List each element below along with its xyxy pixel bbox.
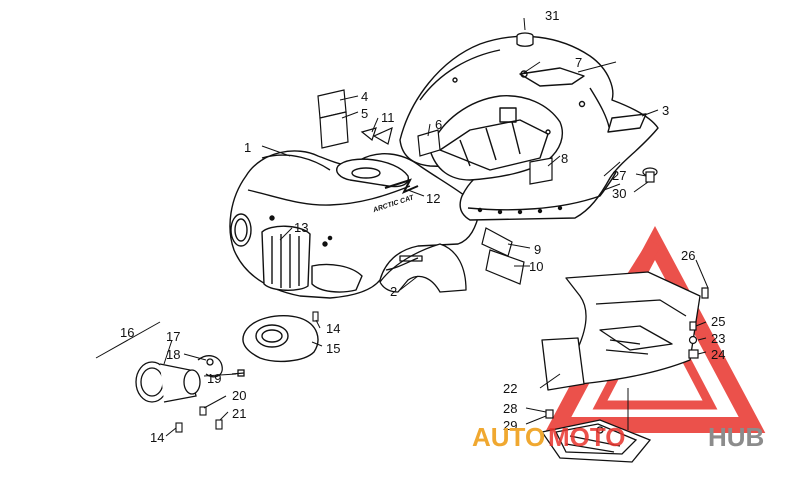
callout-29: 29 [503, 418, 517, 433]
callout-13: 13 [294, 220, 308, 235]
decal-6 [417, 129, 441, 157]
callout-6: 6 [435, 117, 442, 132]
rear-fender-body [399, 35, 659, 221]
callout-19: 19 [207, 371, 221, 386]
watermark-part1: AUTO [472, 422, 545, 452]
fuel-cap [516, 32, 534, 47]
callout-21: 21 [232, 406, 246, 421]
callout-17: 17 [166, 329, 180, 344]
bolt-27-30 [642, 167, 658, 183]
skid-plate [540, 419, 652, 463]
splash-panel [541, 271, 701, 391]
headlamp-assembly [135, 355, 245, 403]
callout-2: 2 [390, 284, 397, 299]
watermark-part2: MOTO [548, 422, 626, 452]
callout-23: 23 [711, 331, 725, 346]
watermark-text: AUTO MOTO HUB [472, 422, 764, 452]
callout-18: 18 [166, 347, 180, 362]
callout-10: 10 [529, 259, 543, 274]
screws-20-21-14 [175, 406, 223, 433]
callout-labels: 1 2 3 4 5 6 7 8 9 10 11 12 13 14 14 15 1… [120, 8, 725, 445]
callout-24: 24 [711, 347, 725, 362]
callout-28: 28 [503, 401, 517, 416]
watermark-part3: HUB [708, 422, 764, 452]
decal-9-10 [481, 227, 525, 285]
callout-15: 15 [326, 341, 340, 356]
callout-3: 3 [662, 103, 669, 118]
screw-14a [312, 311, 319, 322]
leader-lines [163, 17, 709, 437]
decal-8 [529, 157, 553, 185]
callout-12: 12 [426, 191, 440, 206]
callout-7: 7 [575, 55, 582, 70]
callout-1: 1 [244, 140, 251, 155]
front-fender-body [229, 150, 481, 299]
callout-20: 20 [232, 388, 246, 403]
callout-4: 4 [361, 89, 368, 104]
decal-11 [360, 126, 393, 145]
front-fender-flap [379, 243, 467, 293]
callout-27: 27 [612, 168, 626, 183]
callout-14b: 14 [150, 430, 164, 445]
callout-8: 8 [561, 151, 568, 166]
callout-16: 16 [120, 325, 134, 340]
callout-30: 30 [612, 186, 626, 201]
callout-9: 9 [534, 242, 541, 257]
callout-5: 5 [361, 106, 368, 121]
callout-11: 11 [381, 110, 395, 125]
callout-25: 25 [711, 314, 725, 329]
bolts-right [545, 287, 709, 419]
decal-4-5 [317, 89, 349, 149]
callout-31: 31 [545, 8, 559, 23]
headlight-bezel [242, 315, 319, 363]
callout-26: 26 [681, 248, 695, 263]
callout-14a: 14 [326, 321, 340, 336]
callout-22: 22 [503, 381, 517, 396]
bracket-16 [95, 321, 161, 359]
